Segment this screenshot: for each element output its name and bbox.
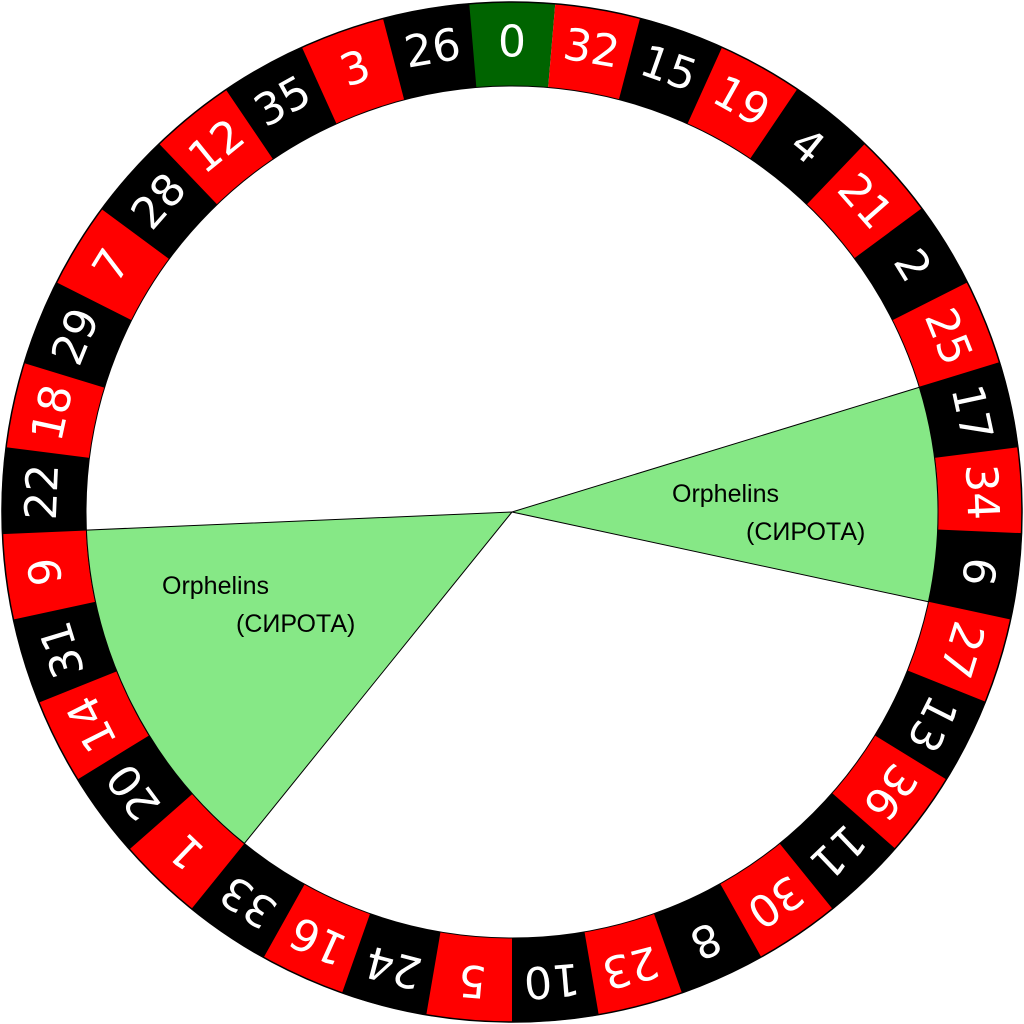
- pocket-7: [56, 208, 170, 321]
- wheel-center: [85, 85, 939, 939]
- pocket-18: [6, 362, 105, 458]
- orphelins-labels: Orphelins (СИРОТА) Orphelins (СИРОТА): [162, 480, 865, 638]
- pocket-5: [425, 931, 512, 1022]
- pocket-14: [38, 670, 150, 780]
- pocket-number-34: 34: [955, 463, 1008, 521]
- pocket-12: [159, 89, 274, 205]
- pocket-32: [548, 3, 641, 100]
- orphelins-sector-1: [510, 386, 939, 603]
- orphelins-label-right: Orphelins: [672, 480, 779, 508]
- pocket-number-0: 0: [498, 17, 526, 68]
- pocket-3: [301, 18, 405, 124]
- pocket-number-18: 18: [22, 380, 84, 445]
- pocket-number-32: 32: [560, 19, 624, 79]
- pocket-number-10: 10: [522, 953, 582, 1009]
- orphelins-sector-2: [85, 511, 514, 845]
- pocket-number-5: 5: [456, 954, 488, 1007]
- pocket-number-9: 9: [19, 555, 73, 589]
- pocket-number-26: 26: [401, 19, 465, 79]
- pocket-number-6: 6: [951, 555, 1005, 589]
- pocket-34: [934, 447, 1023, 534]
- pocket-1: [129, 793, 245, 909]
- pocket-25: [892, 282, 1000, 388]
- pocket-27: [907, 601, 1011, 703]
- pocket-30: [719, 843, 833, 958]
- pocket-9: [2, 530, 96, 620]
- pocket-number-17: 17: [941, 380, 1003, 445]
- pocket-16: [263, 883, 371, 993]
- orphelins-sublabel-right: (СИРОТА): [746, 518, 865, 546]
- orphelins-label-left: Orphelins: [162, 572, 269, 600]
- pocket-0: [468, 2, 556, 88]
- pocket-23: [583, 913, 682, 1015]
- orphelins-sublabel-left: (СИРОТА): [236, 610, 355, 638]
- pocket-number-22: 22: [16, 463, 69, 521]
- pocket-19: [687, 47, 798, 160]
